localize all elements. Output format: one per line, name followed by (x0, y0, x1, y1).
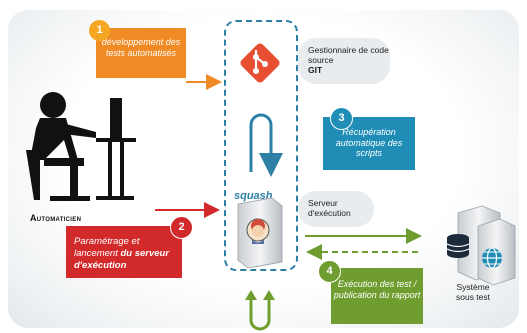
step4-box: Exécution des test / publication du rapp… (331, 268, 423, 324)
loop-arrow-top (249, 113, 283, 177)
loop-arrow-bottom-curve (249, 319, 271, 331)
git-logo-icon (240, 43, 280, 83)
globe-icon (482, 247, 502, 269)
server-database-icon (446, 205, 516, 286)
server-bubble: Serveur d'exécution (298, 191, 374, 227)
step1-badge: 1 (89, 20, 110, 41)
step4-text: Exécution des test / publication du rapp… (333, 279, 421, 300)
git-label-bold: GIT (308, 65, 323, 75)
step2-badge: 2 (170, 216, 193, 239)
step1-text: développement des tests automatisés (101, 37, 181, 58)
step4-badge: 4 (318, 260, 341, 283)
server-label: Serveur d'exécution (308, 198, 351, 218)
git-bubble: Gestionnaire de code source GIT (298, 38, 390, 84)
pipeline-container (224, 20, 298, 271)
automatician-label: Automaticien (30, 213, 82, 223)
step2-text-bold: du serveur d'exécution (74, 248, 170, 271)
person-at-computer-icon (26, 92, 136, 201)
step1-box: développement des tests automatisés (96, 28, 186, 78)
step2-text-plain: Paramétrage et lancement (74, 236, 140, 259)
step3-text: Récupération automatique des scripts (335, 127, 403, 158)
step3-badge: 3 (330, 107, 353, 130)
squash-logo: squash (234, 190, 273, 202)
step2-box: Paramétrage et lancement du serveur d'ex… (66, 226, 182, 278)
system-under-test-label: Système sous test (455, 282, 491, 302)
loop-arrow-bottom (249, 298, 271, 320)
jenkins-server-icon (237, 197, 283, 269)
git-label: Gestionnaire de code source (308, 45, 389, 65)
